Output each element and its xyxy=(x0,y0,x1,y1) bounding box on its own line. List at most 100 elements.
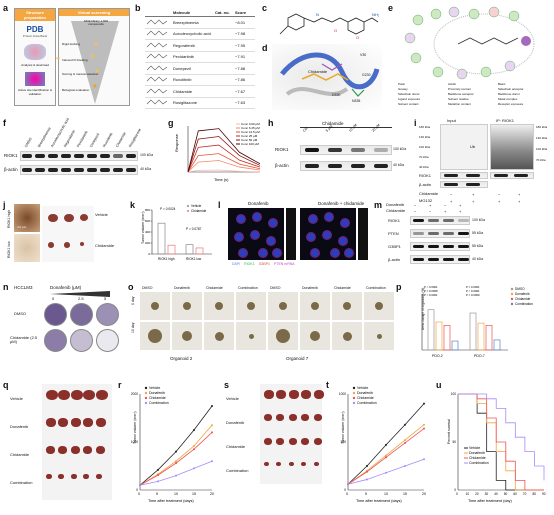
i-riok1-band xyxy=(444,174,458,177)
lane-label: Chidamide xyxy=(115,131,127,148)
m-row-label: β-actin xyxy=(388,257,401,262)
ihc-riok1-low-image xyxy=(14,234,40,262)
organoid xyxy=(215,302,223,310)
score: −7.88 xyxy=(235,65,246,71)
growth-point xyxy=(404,441,406,444)
protein-structure-image xyxy=(24,44,46,60)
legend-item: Backbone acceptor xyxy=(448,92,474,96)
marker-100: 100 kDa xyxy=(140,153,154,157)
row-label-riok1: RIOK1 xyxy=(4,153,18,158)
u-x-tick: 90 xyxy=(542,492,546,496)
structure-preparation-box: Structure preparation PDB Protein Data B… xyxy=(14,8,56,106)
o-col-label: Donafenib xyxy=(302,286,318,290)
m-band xyxy=(428,245,439,248)
growth-point xyxy=(193,429,195,431)
culture-well xyxy=(96,329,119,352)
channel-label: RIOK1 xyxy=(244,262,255,266)
p-category: PDO-2 xyxy=(432,354,443,358)
organoid xyxy=(343,302,351,310)
h-riok1-blot xyxy=(300,145,392,155)
o-row-10day: 10 day xyxy=(131,322,135,333)
score: −7.91 xyxy=(235,54,246,60)
i-sign-mg: + xyxy=(450,199,453,204)
label-v30: V30 xyxy=(360,53,367,57)
k-tick-label: 600 xyxy=(145,219,150,223)
i-marker-left: 70 kDa xyxy=(419,155,429,159)
riok1-band xyxy=(74,154,84,158)
m-band xyxy=(413,219,424,222)
organoid-image xyxy=(236,292,266,320)
u-x-tick: 50 xyxy=(504,492,508,496)
tumor-sample xyxy=(83,474,90,480)
cell-nucleus xyxy=(250,230,260,240)
i-sign-mg: + xyxy=(498,199,501,204)
u-x-tick: 10 xyxy=(466,492,470,496)
ip-ub-blot xyxy=(490,124,534,170)
table-row: Aurodeoxycholic acid−7.98 xyxy=(145,29,255,40)
organoid xyxy=(342,331,352,341)
panel-label-d: d xyxy=(262,43,268,53)
legend-label: Chidamide xyxy=(149,396,166,400)
riok1-band xyxy=(61,154,71,158)
riok1-band xyxy=(22,154,32,158)
legend-dot xyxy=(144,391,148,395)
actin-band xyxy=(113,168,123,172)
m-band xyxy=(458,219,469,222)
y-tick-label: 0 xyxy=(136,488,138,492)
y-tick-label: 2000 xyxy=(131,392,138,396)
chidamide-header: Chidamide xyxy=(322,121,344,126)
rigid-docking-text: Rigid docking xyxy=(62,42,81,46)
label-g230: G230 xyxy=(362,73,371,77)
tumor-sample xyxy=(301,438,310,445)
molecule-name: Breezptinemia xyxy=(173,19,199,25)
tumor-sample xyxy=(70,446,80,454)
molecule-name: Ruxolitinib xyxy=(173,77,192,83)
conc-label: 5 xyxy=(104,296,107,301)
panel-label-s: s xyxy=(224,380,230,390)
panel-label-a: a xyxy=(3,3,9,13)
header-cat: Cat. no. xyxy=(215,10,230,15)
tumor-sample xyxy=(313,462,319,467)
fish-image-combo xyxy=(300,208,356,260)
lane-label: Ruxolitinib xyxy=(102,132,114,148)
i-riok1-band xyxy=(466,174,480,177)
legend-label: Conc 0.00 μM xyxy=(241,122,260,126)
u-legend-label: Chidamide xyxy=(469,456,486,460)
organoid-7-label: Organoid 7 xyxy=(286,356,309,361)
tumor-sample xyxy=(70,418,81,427)
riok1-band xyxy=(113,154,123,158)
fish-image-donafenib xyxy=(228,208,284,260)
active-site-text: Active site identification & validation xyxy=(17,88,53,96)
score: −7.67 xyxy=(235,88,246,94)
u-legend-label: Donafenib xyxy=(469,451,485,455)
k-ylabel: Tumor volume (mm³) xyxy=(141,211,145,244)
pdb-logo: PDB xyxy=(26,25,44,34)
virtual-screening-box: Virtual screening MCE library 1,606 comp… xyxy=(58,8,130,106)
growth-point xyxy=(175,450,177,453)
cell-nucleus xyxy=(306,232,316,242)
conc-label: 2.5 xyxy=(78,296,84,301)
m-sign: + xyxy=(459,209,462,214)
tumor-sample xyxy=(58,446,68,454)
k-tick-label: 400 xyxy=(145,230,150,234)
m-row-label: PTEN xyxy=(388,231,399,236)
organoid xyxy=(247,302,255,310)
tumor-row-label: Donafenib xyxy=(226,420,245,425)
ihc-riok1-high-image xyxy=(14,204,40,232)
m-marker: 55 kDa xyxy=(472,244,484,248)
p-pval: P = 0.0001 xyxy=(466,285,480,289)
organoid xyxy=(376,333,382,339)
molecule-table: Molecule Cat. no. Score Breezptinemia−8.… xyxy=(145,10,255,109)
residue-circle xyxy=(410,52,422,64)
s-tumor-photo xyxy=(260,384,324,484)
x-tick-label: 5 xyxy=(156,492,158,496)
m-riok1-blot xyxy=(410,216,470,225)
o-col-label: Chidamide xyxy=(334,286,351,290)
molecule-name: Pexidartinib xyxy=(173,54,194,60)
drug-conc-label: Donafenib (μM) xyxy=(50,285,82,290)
cell-nucleus xyxy=(324,212,334,222)
input-riok1-blot xyxy=(440,172,488,179)
growth-point xyxy=(175,474,177,477)
legend-label: Donafenib xyxy=(149,391,165,395)
